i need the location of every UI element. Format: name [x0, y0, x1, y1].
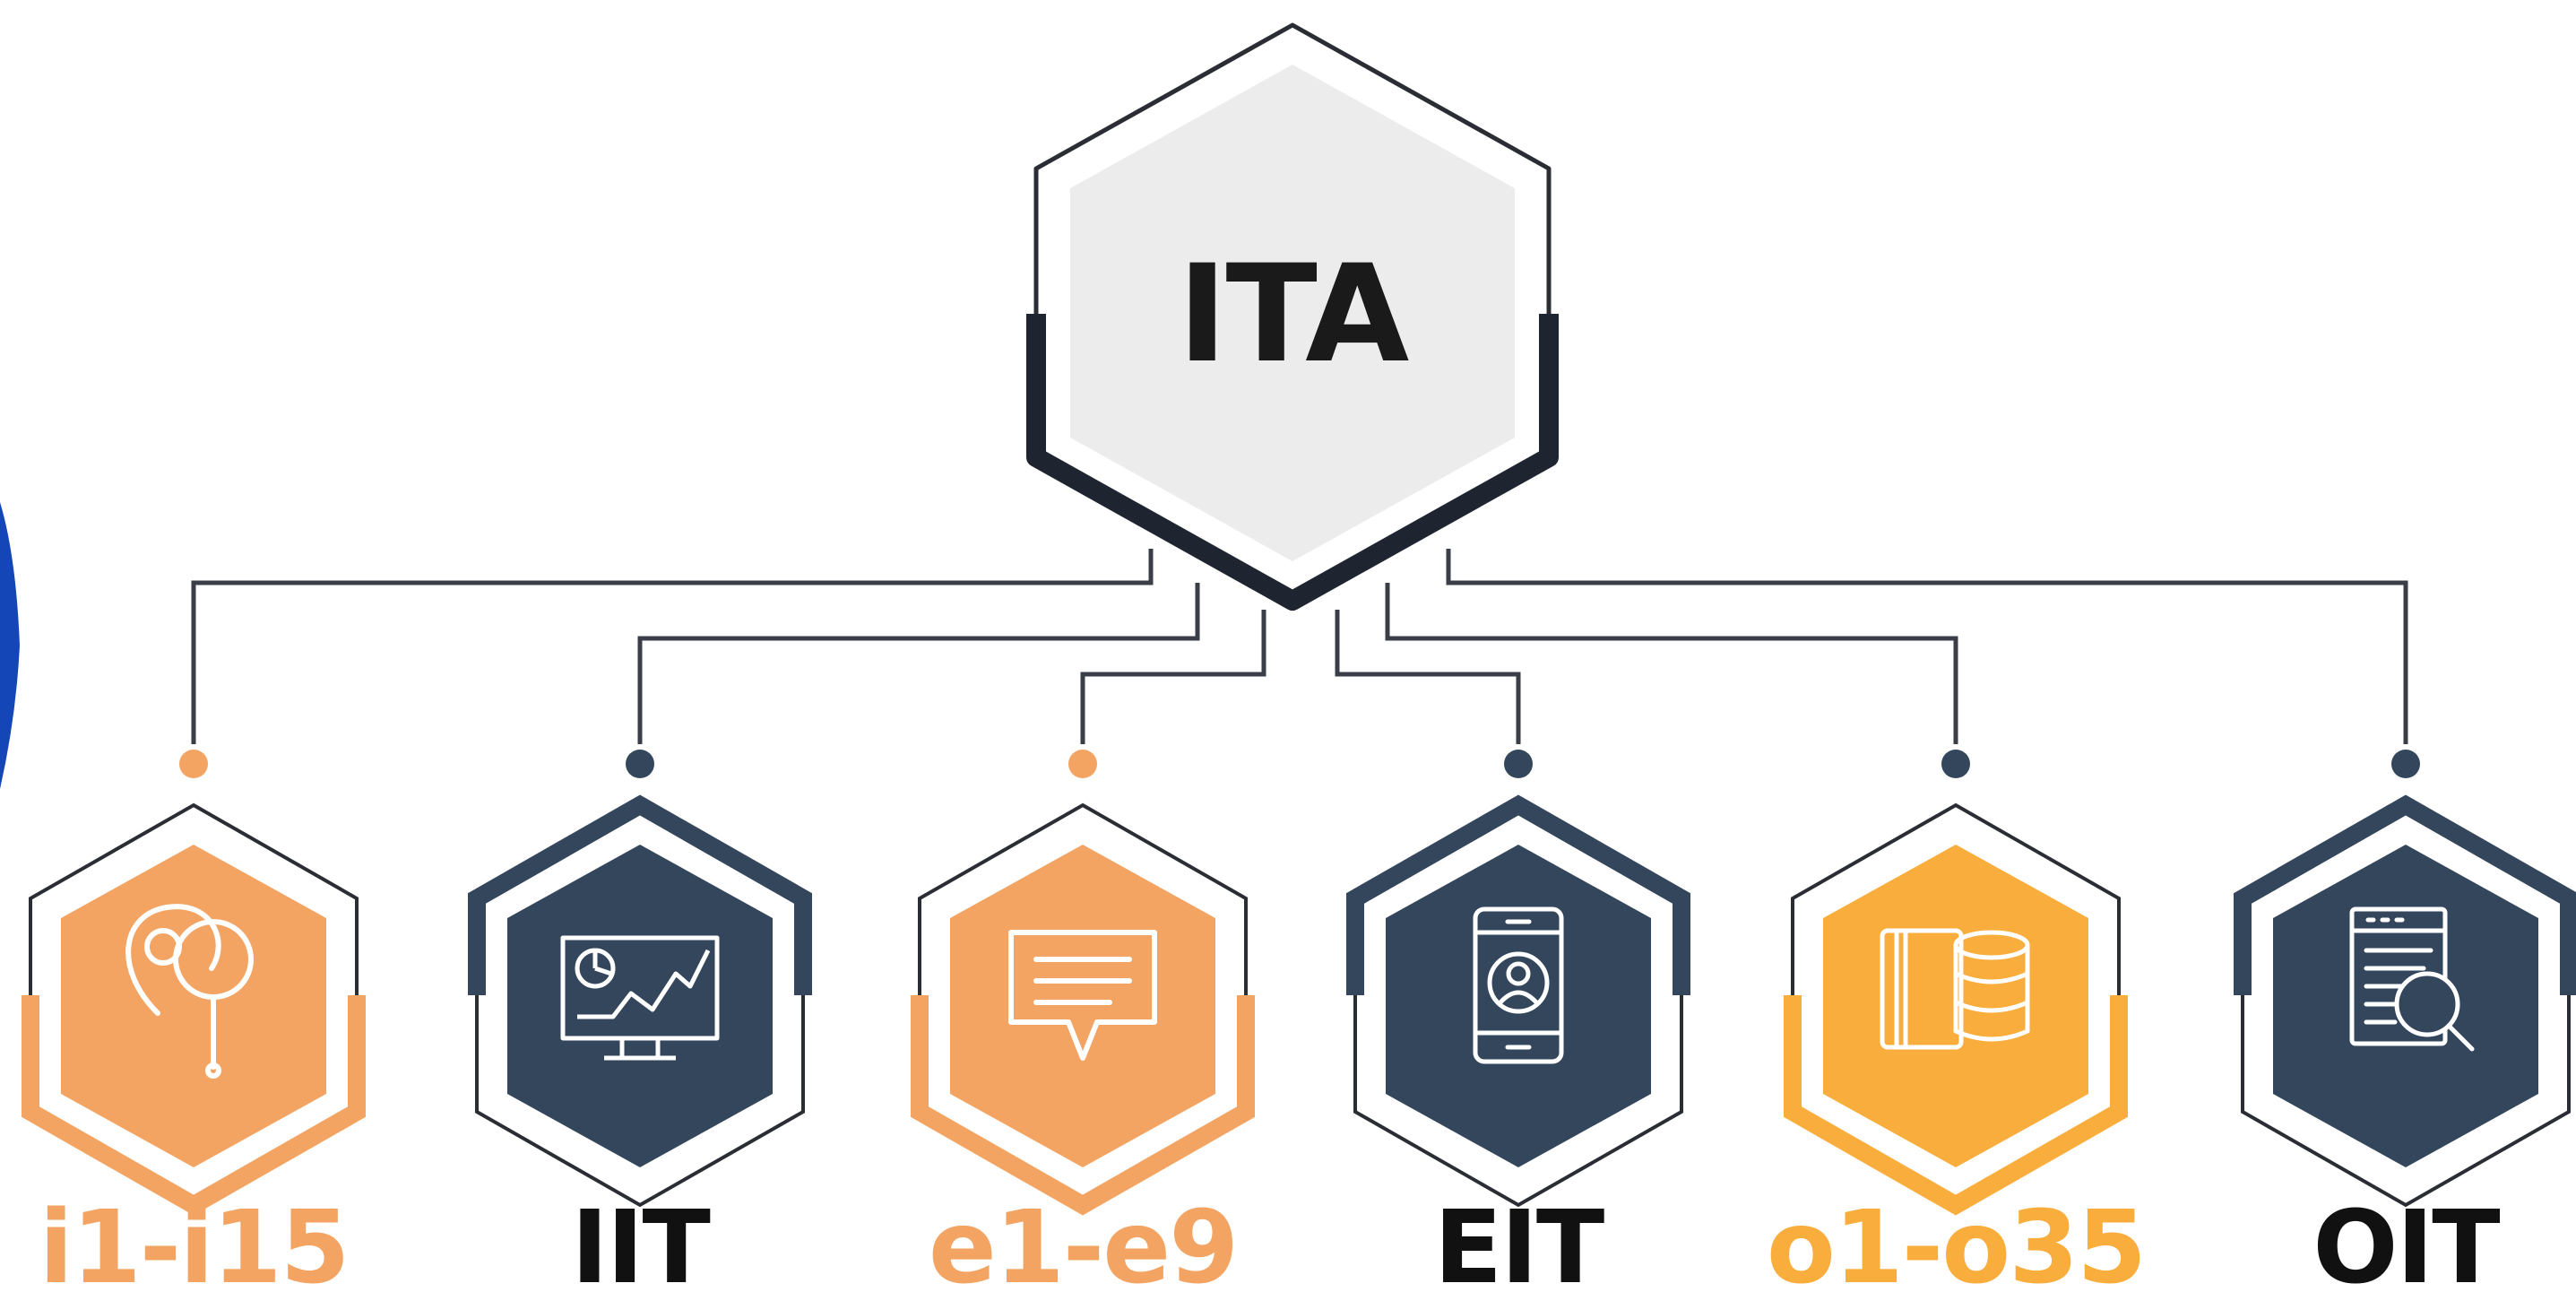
label-iit: IIT — [571, 1190, 710, 1292]
dot-iit — [626, 750, 654, 778]
connector-oit — [1446, 549, 2408, 744]
dot-oit — [2391, 750, 2420, 778]
dot-eit — [1504, 750, 1533, 778]
node-o1-o35 — [1784, 802, 2128, 1216]
hexagon-accent — [1346, 794, 1690, 995]
hexagon-fill — [61, 845, 326, 1167]
label-e1-e9: e1-e9 — [929, 1190, 1237, 1292]
side-accent-shape — [0, 502, 20, 789]
hexagon-accent — [911, 995, 1255, 1216]
dot-i1-i15 — [179, 750, 208, 778]
connector-dots — [179, 750, 2420, 778]
dot-o1-o35 — [1941, 750, 1970, 778]
label-eit: EIT — [1434, 1190, 1604, 1292]
child-nodes — [22, 794, 2576, 1216]
hexagon-accent — [2234, 794, 2576, 995]
node-i1-i15 — [22, 802, 366, 1216]
connector-iit — [637, 583, 1200, 744]
node-eit — [1346, 794, 1690, 1208]
connector-lines — [191, 549, 2408, 744]
label-i1-i15: i1-i15 — [39, 1190, 348, 1292]
label-o1-o35: o1-o35 — [1767, 1190, 2145, 1292]
hexagon-fill — [950, 845, 1215, 1167]
hexagon-accent — [1784, 995, 2128, 1216]
node-e1-e9 — [911, 802, 1255, 1216]
connector-i1-i15 — [191, 549, 1154, 744]
location-search-icon — [125, 904, 254, 1079]
connector-o1-o35 — [1385, 583, 1958, 744]
hexagon-accent — [22, 995, 366, 1216]
document-search-icon — [2349, 906, 2475, 1052]
dot-e1-e9 — [1068, 750, 1097, 778]
root-node: ITA — [1026, 22, 1559, 611]
monitor-chart-icon — [560, 935, 720, 1061]
root-label: ITA — [1178, 237, 1409, 393]
node-labels: i1-i15 IIT e1-e9 EIT o1-o35 OIT — [39, 1190, 2502, 1292]
node-oit — [2234, 794, 2576, 1208]
connector-eit — [1335, 610, 1521, 744]
connector-e1-e9 — [1080, 610, 1266, 744]
hexagon-accent — [468, 794, 812, 995]
label-oit: OIT — [2312, 1190, 2500, 1292]
hexagon-fill — [507, 845, 773, 1167]
node-iit — [468, 794, 812, 1208]
card-database-icon — [1880, 928, 2030, 1050]
speech-bubble-icon — [1008, 930, 1157, 1061]
smartphone-user-icon — [1473, 906, 1564, 1064]
root-hexagon-accent — [1026, 314, 1559, 611]
hexagon-fill — [1386, 845, 1651, 1167]
root-hexagon-fill — [1070, 65, 1515, 561]
